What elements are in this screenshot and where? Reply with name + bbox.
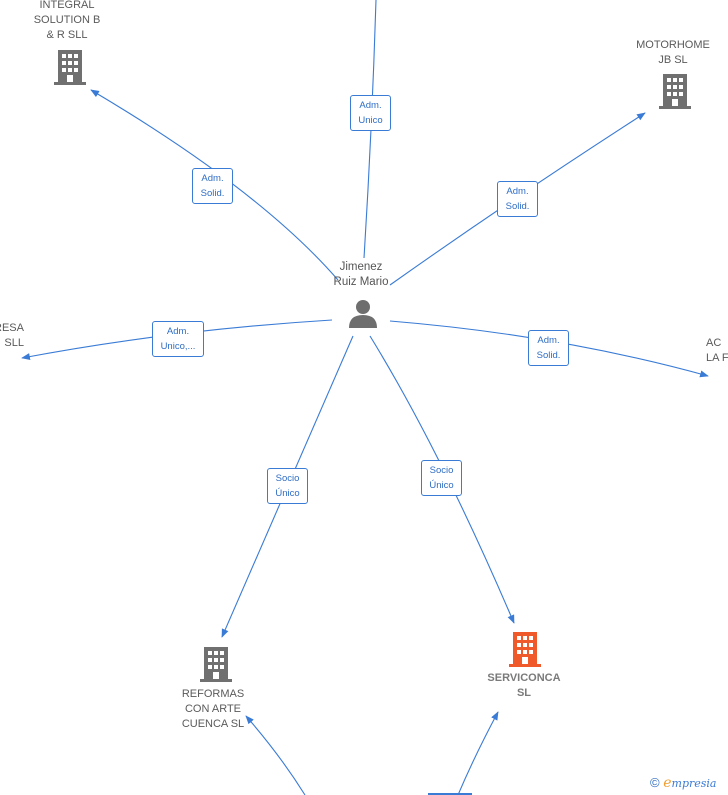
relation-label-serviconca[interactable]: Socio Único	[421, 460, 462, 496]
building-icon[interactable]	[54, 50, 86, 86]
relation-label-top[interactable]: Adm. Unico	[350, 95, 391, 131]
building-icon[interactable]	[659, 74, 691, 110]
edge-integral	[90, 89, 339, 281]
relation-label-motorhome[interactable]: Adm. Solid.	[497, 181, 538, 217]
copyright-footer: © empresia	[650, 775, 716, 791]
company-label-integral[interactable]: INTEGRAL SOLUTION B & R SLL	[33, 0, 101, 41]
person-label[interactable]: Jimenez Ruiz Mario	[333, 261, 389, 288]
edge-bottom-left	[245, 715, 306, 795]
company-label-motorhome[interactable]: MOTORHOME JB SL	[636, 39, 710, 66]
copyright-symbol: ©	[650, 775, 660, 790]
company-label-left-cut[interactable]: RESA SLL	[0, 322, 24, 349]
relation-label-reformas[interactable]: Socio Único	[267, 468, 308, 504]
relation-label-right[interactable]: Adm. Solid.	[528, 330, 569, 366]
company-label-serviconca[interactable]: SERVICONCA SL	[487, 672, 561, 699]
edge-bottom-right	[457, 711, 499, 795]
person-icon[interactable]	[348, 298, 378, 328]
company-label-right-cut[interactable]: AC LA F	[706, 337, 728, 364]
relation-label-integral[interactable]: Adm. Solid.	[192, 168, 233, 204]
building-icon-highlight[interactable]	[509, 632, 541, 668]
building-icon[interactable]	[200, 647, 232, 683]
relation-label-left[interactable]: Adm. Unico,...	[152, 321, 204, 357]
empresia-logo: empresia	[663, 775, 717, 791]
company-label-reformas[interactable]: REFORMAS CON ARTE CUENCA SL	[181, 688, 245, 730]
